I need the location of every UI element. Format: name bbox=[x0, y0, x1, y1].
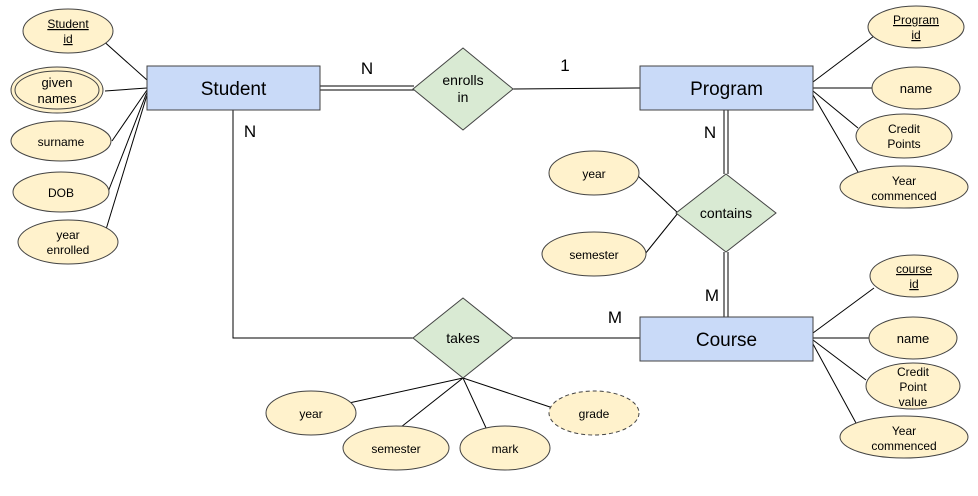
attribute-dob-label: DOB bbox=[48, 186, 74, 200]
attribute-takes-grade: grade bbox=[548, 390, 640, 436]
relationship-contains: contains bbox=[675, 173, 777, 253]
attribute-year-enrolled-label-1: year bbox=[56, 228, 79, 242]
entity-student: Student bbox=[146, 65, 321, 111]
relationship-enrolls-label-1: enrolls bbox=[442, 72, 483, 88]
entity-course-label: Course bbox=[696, 330, 757, 351]
attribute-course-year-commenced: Year commenced bbox=[839, 415, 969, 459]
attribute-credit-point-value-label-2: Point bbox=[899, 380, 927, 394]
connectors bbox=[99, 35, 875, 432]
attribute-takes-grade-label: grade bbox=[579, 407, 610, 421]
attribute-surname-label: surname bbox=[38, 135, 85, 149]
attribute-credit-points-label-2: Points bbox=[887, 137, 920, 151]
attribute-course-id: course id bbox=[869, 254, 959, 298]
attribute-credit-points: Credit Points bbox=[855, 113, 953, 159]
cardinality-contains-course: M bbox=[705, 286, 719, 305]
entity-program: Program bbox=[639, 65, 814, 111]
attribute-credit-point-value-label-1: Credit bbox=[897, 365, 930, 379]
attribute-given-names-label-1: given bbox=[41, 75, 72, 90]
attribute-course-id-label-2: id bbox=[909, 277, 918, 291]
entity-program-label: Program bbox=[690, 79, 763, 100]
attribute-program-id-label-2: id bbox=[911, 28, 920, 42]
attribute-takes-semester: semester bbox=[342, 425, 450, 471]
attribute-credit-point-value-label-3: value bbox=[899, 395, 928, 409]
attribute-contains-year-label: year bbox=[582, 167, 605, 181]
relationship-takes-label: takes bbox=[446, 330, 479, 346]
attribute-student-id-label-2: id bbox=[63, 32, 72, 46]
attribute-program-name: name bbox=[871, 66, 961, 110]
entity-course: Course bbox=[639, 316, 814, 362]
attribute-dob: DOB bbox=[12, 171, 110, 213]
attribute-course-id-label-1: course bbox=[896, 262, 932, 276]
attribute-year-enrolled-label-2: enrolled bbox=[47, 243, 90, 257]
attribute-takes-year-label: year bbox=[299, 407, 322, 421]
attribute-course-name-label: name bbox=[897, 331, 930, 346]
attribute-program-year-commenced: Year commenced bbox=[839, 165, 969, 209]
cardinality-takes-course: M bbox=[608, 308, 622, 327]
attribute-program-id: Program id bbox=[867, 5, 965, 49]
cardinality-program-contains: N bbox=[704, 123, 716, 142]
attribute-given-names: given names bbox=[10, 66, 104, 114]
attribute-student-id-label-1: Student bbox=[47, 17, 89, 31]
attribute-takes-mark: mark bbox=[459, 425, 551, 471]
relationship-enrolls-label-2: in bbox=[458, 89, 469, 105]
cardinality-student-enrolls: N bbox=[361, 59, 373, 78]
attribute-student-id: Student id bbox=[22, 8, 114, 54]
attribute-contains-semester-label: semester bbox=[569, 248, 618, 262]
relationship-takes: takes bbox=[412, 297, 514, 379]
cardinality-enrolls-program: 1 bbox=[560, 56, 569, 75]
attribute-year-enrolled: year enrolled bbox=[17, 219, 119, 265]
attribute-contains-semester: semester bbox=[541, 231, 647, 277]
entity-student-label: Student bbox=[201, 79, 267, 100]
attribute-takes-mark-label: mark bbox=[492, 442, 520, 456]
attribute-program-name-label: name bbox=[900, 81, 933, 96]
relationship-enrolls-in: enrolls in bbox=[412, 47, 514, 131]
attribute-program-id-label-1: Program bbox=[893, 13, 939, 27]
attribute-credit-points-label-1: Credit bbox=[888, 122, 921, 136]
attribute-credit-point-value: Credit Point value bbox=[865, 362, 961, 410]
attribute-takes-semester-label: semester bbox=[371, 442, 420, 456]
attribute-course-name: name bbox=[868, 316, 958, 360]
attribute-contains-year: year bbox=[548, 150, 640, 196]
relationship-contains-label: contains bbox=[700, 205, 752, 221]
attribute-surname: surname bbox=[10, 120, 112, 162]
attribute-takes-year: year bbox=[265, 390, 357, 436]
attribute-program-year-commenced-label-1: Year bbox=[892, 174, 916, 188]
attribute-program-year-commenced-label-2: commenced bbox=[871, 189, 936, 203]
attribute-course-year-commenced-label-1: Year bbox=[892, 424, 916, 438]
attribute-given-names-label-2: names bbox=[37, 91, 77, 106]
cardinality-student-takes: N bbox=[244, 122, 256, 141]
attribute-course-year-commenced-label-2: commenced bbox=[871, 439, 936, 453]
